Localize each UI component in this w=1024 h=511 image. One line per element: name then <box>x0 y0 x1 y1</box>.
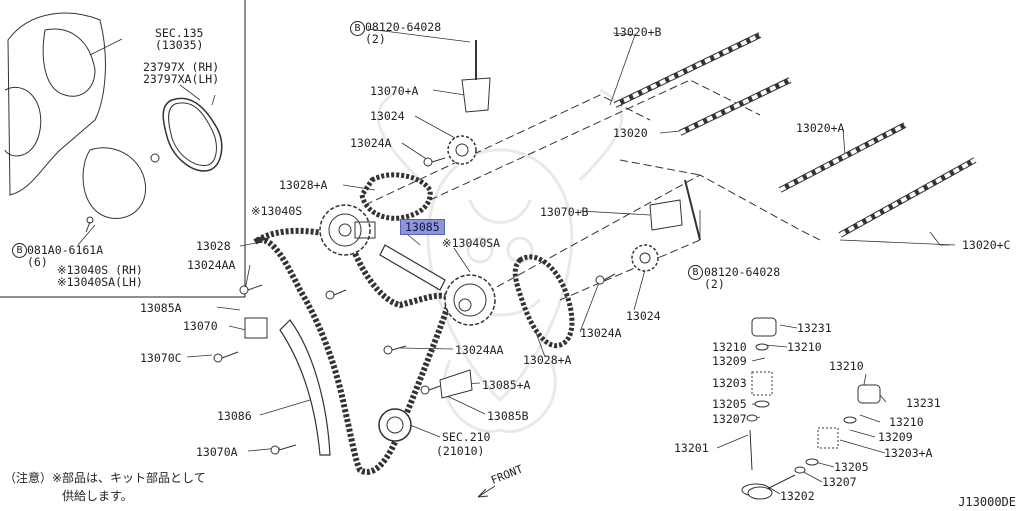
label-13210-left-1[interactable]: 13210 <box>712 340 747 354</box>
label-sec210[interactable]: SEC.210 <box>442 430 491 444</box>
camshaft-13020-c <box>838 157 977 238</box>
label-sec135[interactable]: SEC.135 <box>155 26 204 40</box>
camshaft-13020-a <box>778 122 907 193</box>
chain-guide-13086 <box>279 319 331 456</box>
label-13024a-mid[interactable]: 13024A <box>580 326 622 340</box>
bolt-marker-icon: B <box>12 243 27 258</box>
label-13040sa[interactable]: ※13040SA <box>442 236 501 250</box>
label-13231-right[interactable]: 13231 <box>906 396 941 410</box>
leader-lines <box>77 28 956 495</box>
label-13207-right[interactable]: 13207 <box>822 475 857 489</box>
label-13085-highlighted[interactable]: 13085 <box>400 219 445 235</box>
label-13020[interactable]: 13020 <box>613 126 648 140</box>
label-13203-left[interactable]: 13203 <box>712 376 747 390</box>
label-13028-a-mid[interactable]: 13028+A <box>523 353 572 367</box>
label-13024-top[interactable]: 13024 <box>370 109 405 123</box>
watermark-emblem <box>376 88 624 433</box>
valve-stack-left <box>741 317 777 497</box>
bolts <box>213 157 616 455</box>
label-13040sa-lh[interactable]: ※13040SA(LH) <box>57 275 143 289</box>
label-13070c[interactable]: 13070C <box>140 351 182 365</box>
label-sec210-sub: (21010) <box>436 444 485 458</box>
bolt-marker-icon: B <box>688 265 703 280</box>
inset-panel <box>0 0 246 298</box>
chain-guide-13085 <box>379 244 446 291</box>
label-13231-left[interactable]: 13231 <box>797 321 832 335</box>
slack-guide-13085-a <box>439 369 473 399</box>
label-13024a-top[interactable]: 13024A <box>350 136 392 150</box>
label-13024aa-mid[interactable]: 13024AA <box>455 343 504 357</box>
label-13210-right-2[interactable]: 13210 <box>889 415 924 429</box>
sprocket-13040sa <box>444 274 496 326</box>
label-13205-right[interactable]: 13205 <box>834 460 869 474</box>
label-08120-mid[interactable]: 08120-64028 <box>704 265 781 279</box>
label-081a0[interactable]: 081A0-6161A <box>27 243 104 257</box>
timing-chain-right-bank <box>512 254 575 349</box>
label-13085b[interactable]: 13085B <box>487 409 529 423</box>
camshaft-13020-b <box>613 32 762 108</box>
label-13202[interactable]: 13202 <box>780 489 815 503</box>
label-08120-top-qty: (2) <box>365 32 386 46</box>
front-arrow <box>477 485 496 498</box>
label-13040s[interactable]: ※13040S <box>251 204 303 218</box>
label-13070b[interactable]: 13070+B <box>540 205 589 219</box>
label-13020c[interactable]: 13020+C <box>962 238 1011 252</box>
label-23797x[interactable]: 23797X (RH) <box>143 60 220 74</box>
diagram-code: J13000DE <box>958 495 1016 509</box>
label-13085-a[interactable]: 13085+A <box>482 378 531 392</box>
label-13207-left[interactable]: 13207 <box>712 412 747 426</box>
note-line-1: （注意）※部品は、キット部品として <box>4 471 206 485</box>
label-13205-left[interactable]: 13205 <box>712 397 747 411</box>
sprocket-13024-mid <box>631 244 659 272</box>
valve-stack-right <box>747 384 881 500</box>
label-13020b[interactable]: 13020+B <box>613 25 662 39</box>
sprocket-13024-top <box>447 135 477 165</box>
label-23797xa[interactable]: 23797XA(LH) <box>143 72 220 86</box>
label-13070a-bot[interactable]: 13070A <box>196 445 238 459</box>
label-13040s-rh[interactable]: ※13040S (RH) <box>57 263 143 277</box>
label-13070a-top[interactable]: 13070+A <box>370 84 419 98</box>
label-13024aa-left[interactable]: 13024AA <box>187 258 236 272</box>
note-line-2: 供給します。 <box>62 489 133 503</box>
label-13020a[interactable]: 13020+A <box>796 121 845 135</box>
label-08120-top[interactable]: 08120-64028 <box>365 20 442 34</box>
label-13210-right-1[interactable]: 13210 <box>829 359 864 373</box>
crank-sprocket-sec210 <box>378 408 412 442</box>
camshaft-13020 <box>678 77 792 136</box>
bolt-marker-icon: B <box>350 21 365 36</box>
sprocket-13040s <box>319 204 376 256</box>
label-081a0-qty: (6) <box>27 255 48 269</box>
label-13024-mid[interactable]: 13024 <box>626 309 661 323</box>
label-13209-right[interactable]: 13209 <box>878 430 913 444</box>
label-13086[interactable]: 13086 <box>217 409 252 423</box>
label-13203a[interactable]: 13203+A <box>884 446 933 460</box>
label-13209-left[interactable]: 13209 <box>712 354 747 368</box>
label-sec135-sub: (13035) <box>155 38 204 52</box>
tensioner-13070-b <box>649 179 701 241</box>
label-13085a[interactable]: 13085A <box>140 301 182 315</box>
tensioner-13070-a-top <box>461 40 491 113</box>
timing-chain-left-bank <box>359 172 433 221</box>
label-08120-mid-qty: (2) <box>704 277 725 291</box>
label-13070[interactable]: 13070 <box>183 319 218 333</box>
label-13201[interactable]: 13201 <box>674 441 709 455</box>
label-13210-left-2[interactable]: 13210 <box>787 340 822 354</box>
tensioner-13070 <box>244 317 268 339</box>
label-13028[interactable]: 13028 <box>196 239 231 253</box>
label-13028a-top[interactable]: 13028+A <box>279 178 328 192</box>
